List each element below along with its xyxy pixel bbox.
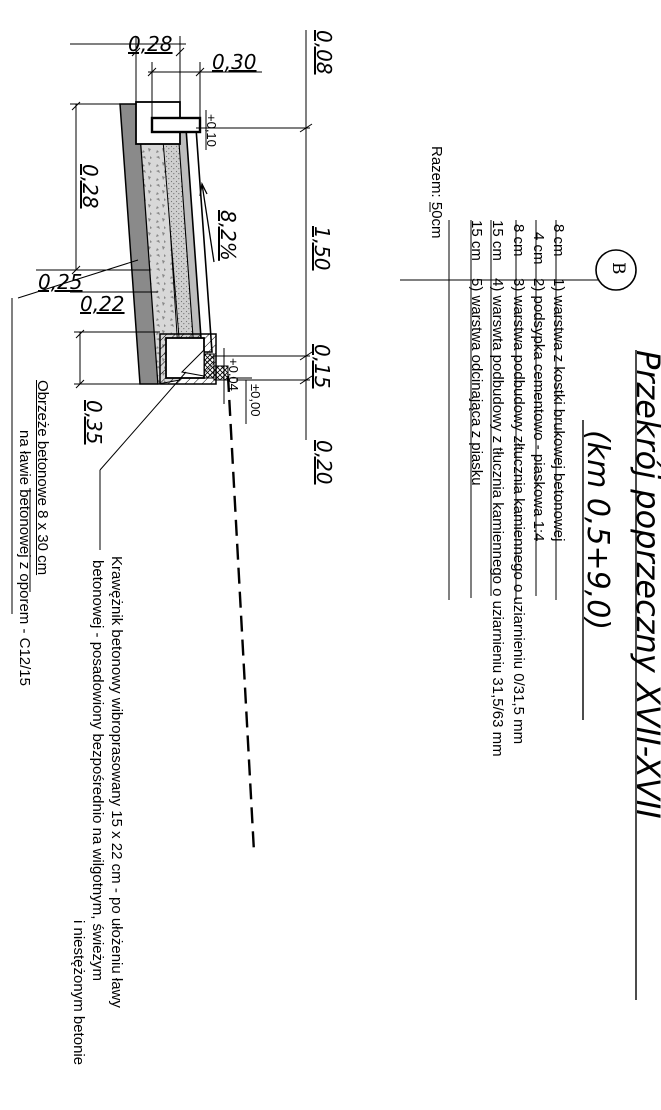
dim-upper-depth: 0,28 (78, 164, 102, 209)
dim-right-width: 1,50 (310, 226, 334, 271)
curb-fill (180, 348, 205, 377)
layer-5-label: 5) warstwa odcinająca z piasku (468, 278, 485, 486)
curb-block (159, 333, 229, 385)
edge-note-line2: na ławie betonowej z oporem - C12/15 (16, 430, 33, 686)
level-top: +0,10 (204, 114, 219, 147)
layer-2-label: 2) podsypka cementowo - piaskowa 1:4 (530, 278, 547, 542)
dim-top-left: 0,28 (128, 32, 173, 56)
layer-4-label: 4) warswta podbudowy z tłucznia kamienne… (489, 278, 506, 757)
layer-5-thickness: 15 cm (468, 220, 485, 261)
dim-right-c: 0,20 (312, 440, 336, 485)
dim-right-a: 0,08 (312, 30, 336, 75)
layer-3-label: 3) warstwa podbudowy złtucznia kamienneg… (510, 278, 527, 745)
curb-note-line2: betonowej - posadowiony bezpośrednio na … (89, 560, 106, 982)
dim-mid-b: 0,22 (80, 292, 125, 316)
leader-lines (11, 259, 187, 614)
layer-3-thickness: 8 cm (510, 224, 527, 257)
section-marker-label: B (608, 262, 628, 275)
dim-lower-depth: 0,35 (82, 400, 106, 445)
curb-front (203, 353, 215, 379)
layer-2-thickness: 4 cm (530, 232, 547, 265)
curb-note-line1: Krawężnik betonowy wibroprasowany 15 x 2… (108, 556, 125, 1008)
slope-arrow (199, 181, 215, 263)
slope-label: 8,2% (216, 210, 240, 261)
dim-top-right: 0,30 (212, 50, 257, 74)
layer-table-lines (429, 202, 557, 600)
section-marker-circle (595, 249, 637, 291)
dimension-lines (36, 30, 600, 440)
layer-1-thickness: 8 cm (550, 224, 567, 257)
dim-mid-a: 0,25 (38, 270, 83, 294)
dim-right-b: 0,15 (310, 344, 334, 389)
curb-note-line3: i niestężonym betonie (70, 920, 87, 1066)
ground-dashed-line (226, 375, 256, 853)
edge-note-line1: Obrzeże betonowe 8 x 30 cm (34, 380, 51, 576)
edging-block (135, 101, 202, 145)
layer-1-label: 1) warstwa z kostki brukowej betonowej (550, 278, 567, 542)
layer-total: Razem: 50cm (428, 146, 445, 239)
drawing-subtitle: (km 0,5+9,0) (580, 430, 615, 631)
drawing-title: Przekrój poprzeczny XVII-XVII (629, 350, 661, 819)
level-b: +0,04 (226, 358, 241, 391)
layer-4-thickness: 15 cm (489, 220, 506, 261)
level-zero: ±0,00 (248, 384, 263, 417)
edging-stone (150, 116, 202, 134)
